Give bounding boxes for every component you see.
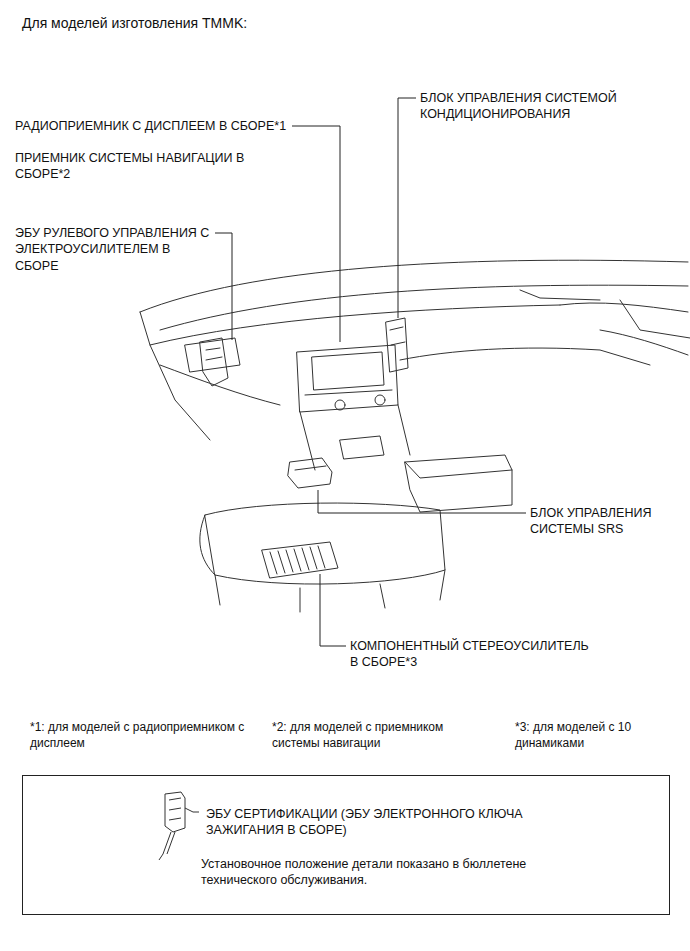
leader-line xyxy=(318,490,526,513)
part-name: ЭБУ РУЛЕВОГО УПРАВЛЕНИЯ С ЭЛЕКТРОУСИЛИТЕ… xyxy=(15,225,211,274)
knob xyxy=(335,400,345,410)
eps-ecu xyxy=(200,338,228,386)
vent-outline xyxy=(185,338,240,372)
dashboard-outline xyxy=(150,305,560,345)
amplifier xyxy=(262,542,338,578)
leader-line xyxy=(292,126,340,342)
console-outline xyxy=(340,436,384,459)
part-name: БЛОК УПРАВЛЕНИЯ СИСТЕМОЙ КОНДИЦИОНИРОВАН… xyxy=(420,90,618,123)
dashboard-outline xyxy=(140,260,688,312)
dashboard-outline xyxy=(160,285,688,330)
part-name: ЭБУ СЕРТИФИКАЦИИ (ЭБУ ЭЛЕКТРОННОГО КЛЮЧА… xyxy=(206,806,566,839)
dashboard-outline xyxy=(160,365,280,405)
armrest xyxy=(405,455,512,512)
srs-ecu xyxy=(288,458,332,488)
seat-outline xyxy=(205,503,445,584)
leader-line xyxy=(215,233,232,340)
dashboard-outline xyxy=(400,348,650,365)
footnote: *3: для моделей с 10 динамиками xyxy=(515,720,633,751)
seat-outline xyxy=(215,570,445,612)
footnote: *1: для моделей с радиоприемником с дисп… xyxy=(30,720,246,751)
center-stack xyxy=(297,345,398,412)
door-outline xyxy=(600,330,688,355)
part-name: РАДИОПРИЕМНИК С ДИСПЛЕЕМ В СБОРЕ*1 xyxy=(15,118,288,134)
part-name: КОМПОНЕНТНЫЙ СТЕРЕОУСИЛИТЕЛЬ В СБОРЕ*3 xyxy=(350,638,590,671)
note-box: ЭБУ СЕРТИФИКАЦИИ (ЭБУ ЭЛЕКТРОННОГО КЛЮЧА… xyxy=(22,775,670,915)
door-outline xyxy=(620,300,690,338)
ac-ecu xyxy=(390,327,405,345)
center-stack xyxy=(305,390,392,395)
dashboard-outline xyxy=(140,312,210,440)
ac-ecu xyxy=(386,318,408,372)
key-ecu-icon xyxy=(151,788,211,868)
knob xyxy=(375,395,385,405)
seat-outline xyxy=(200,515,215,575)
display-screen xyxy=(312,352,384,390)
armrest xyxy=(405,462,512,478)
leader-line xyxy=(398,98,416,318)
part-name: ПРИЕМНИК СИСТЕМЫ НАВИГАЦИИ В СБОРЕ*2 xyxy=(15,150,246,183)
eps-ecu xyxy=(206,348,222,360)
part-name: БЛОК УПРАВЛЕНИЯ СИСТЕМЫ SRS xyxy=(530,505,653,538)
amplifier-fins xyxy=(270,546,325,574)
footnote: *2: для моделей с приемником системы нав… xyxy=(272,720,445,751)
console-outline xyxy=(300,405,410,470)
vent-outline xyxy=(520,290,600,300)
srs-ecu xyxy=(295,466,326,470)
dashboard-outline xyxy=(560,303,688,312)
leader-line xyxy=(320,574,346,646)
page-title: Для моделей изготовления TMMK: xyxy=(22,14,247,32)
note-text: Установочное положение детали показано в… xyxy=(201,856,601,889)
